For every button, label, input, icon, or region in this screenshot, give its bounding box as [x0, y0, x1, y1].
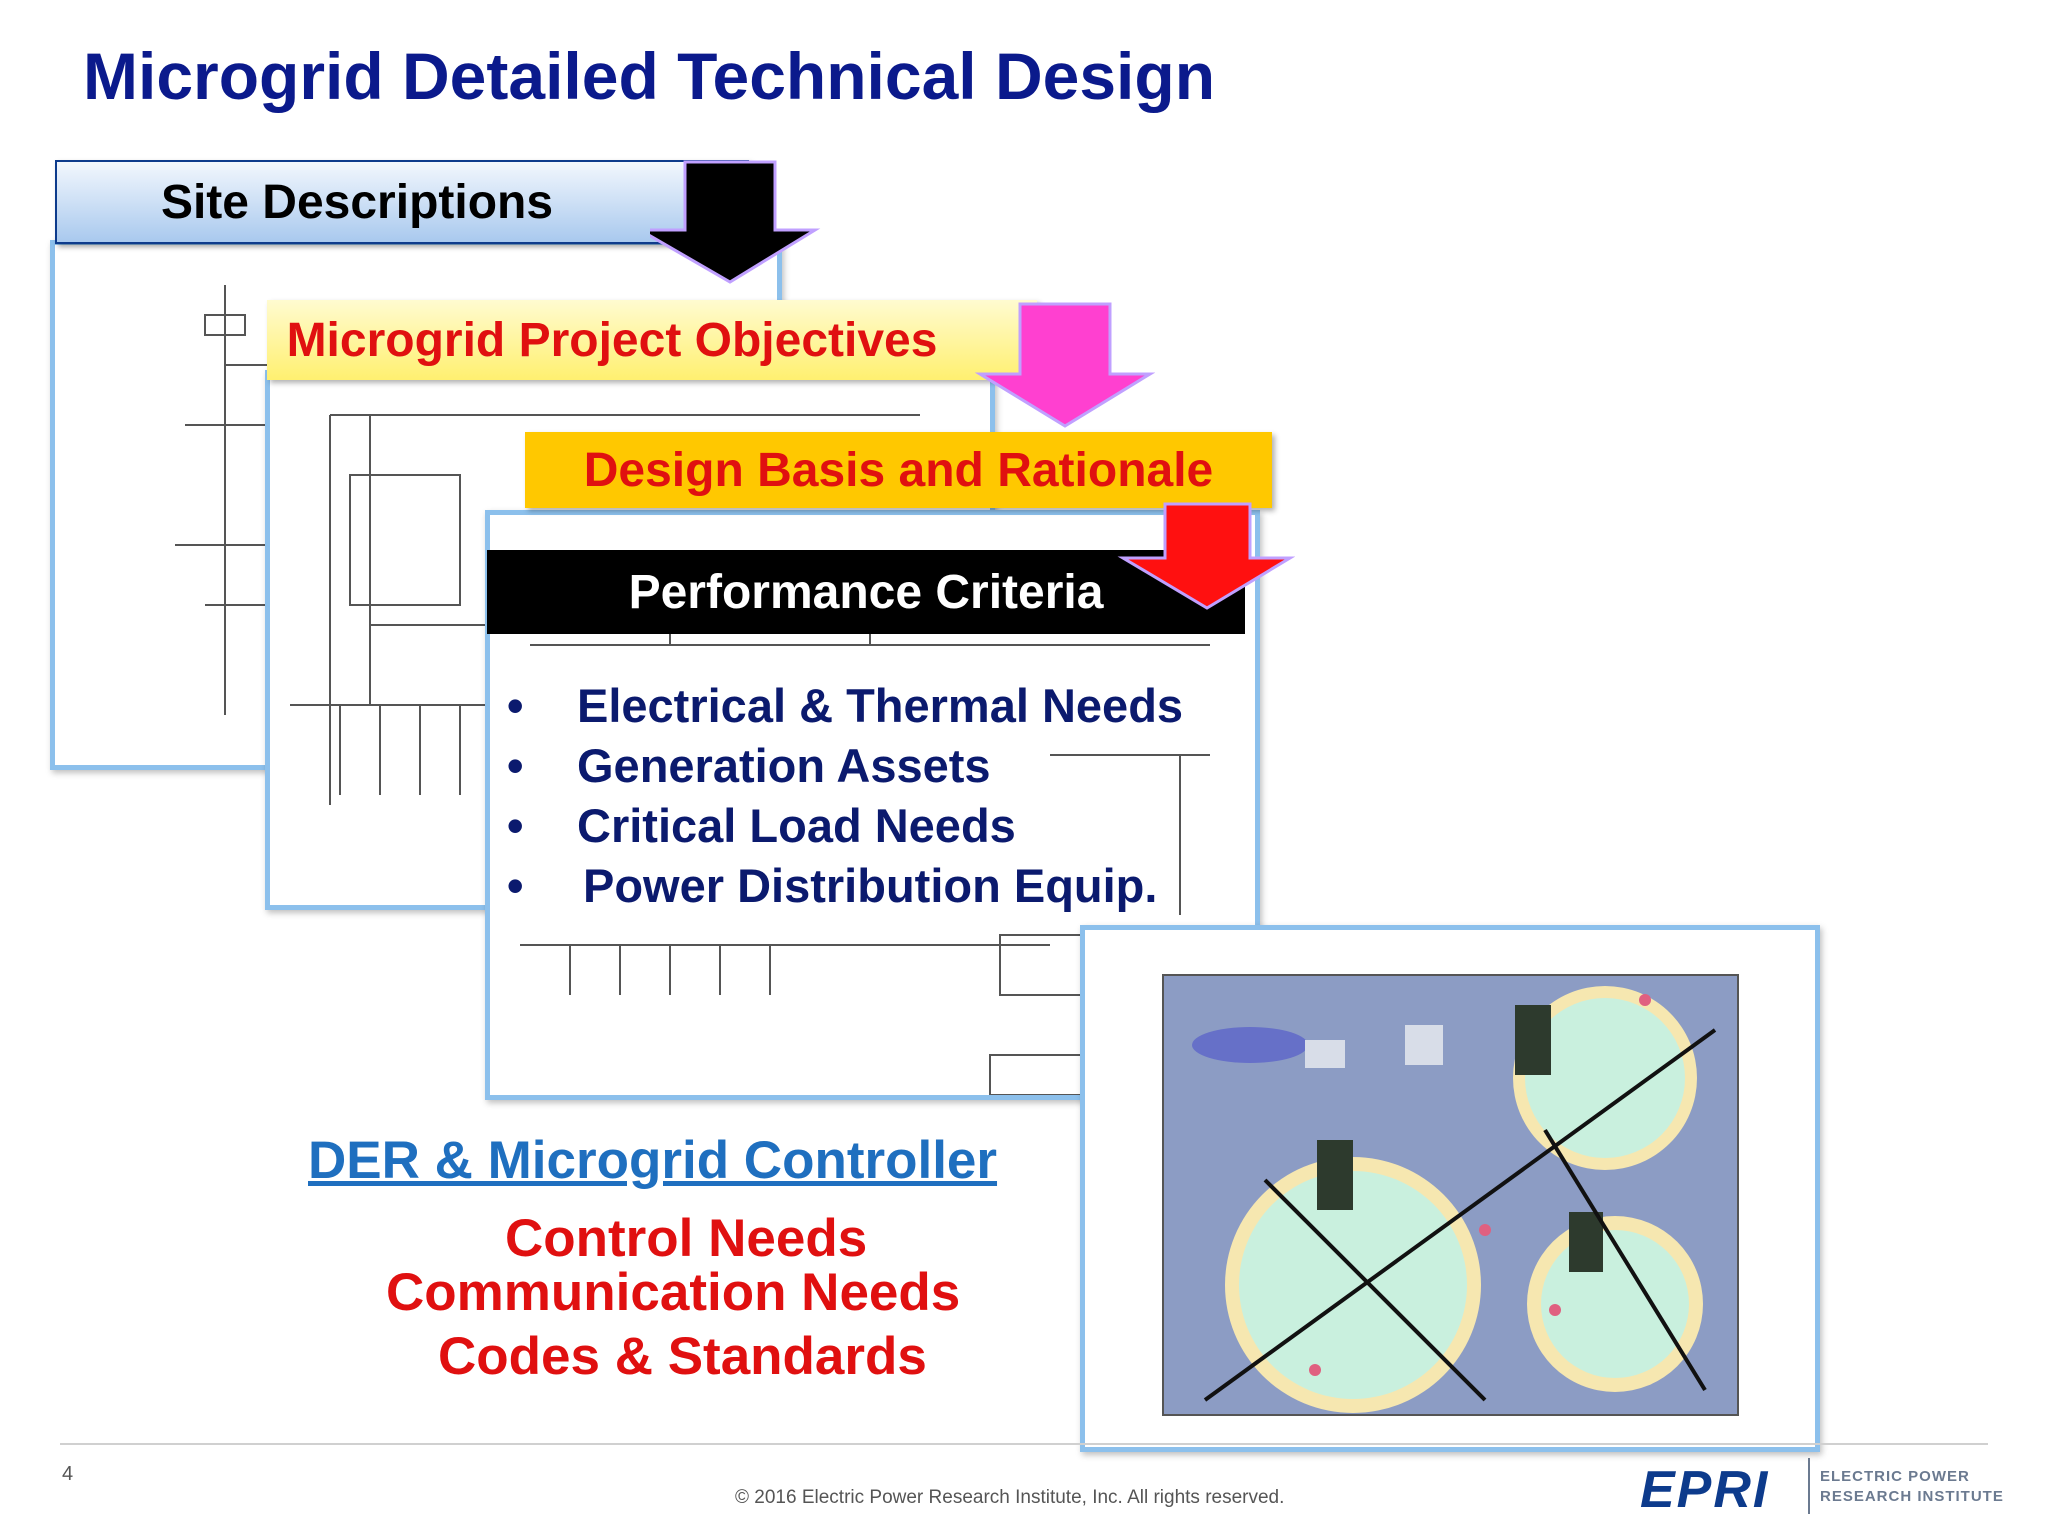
- performance-criteria-list: •Electrical & Thermal Needs •Generation …: [507, 676, 1183, 916]
- der-controller-heading: DER & Microgrid Controller: [308, 1131, 998, 1190]
- microgrid-diagram-sheet: [1080, 925, 1820, 1452]
- logo-subtitle: ELECTRIC POWER RESEARCH INSTITUTE: [1820, 1468, 2004, 1505]
- der-item-control: Control Needs: [505, 1209, 868, 1268]
- microgrid-network-diagram: [1162, 974, 1739, 1416]
- stage-banner-design-basis: Design Basis and Rationale: [525, 432, 1272, 508]
- stage-label: Microgrid Project Objectives: [286, 313, 938, 367]
- stage-label: Performance Criteria: [628, 565, 1104, 619]
- page-number: 4: [62, 1463, 74, 1485]
- epri-logo: EPRI: [1640, 1461, 1770, 1519]
- stage-label: Site Descriptions: [160, 175, 554, 229]
- stage-banner-site-descriptions: Site Descriptions: [55, 160, 749, 244]
- stage-banner-performance-criteria: Performance Criteria: [487, 550, 1245, 634]
- logo-divider: [1808, 1458, 1810, 1514]
- footer-divider: [60, 1443, 1988, 1445]
- down-arrow-icon: [650, 160, 821, 284]
- list-item: •Power Distribution Equip.: [507, 859, 1158, 912]
- der-item-codes: Codes & Standards: [438, 1327, 927, 1386]
- copyright-notice: © 2016 Electric Power Research Institute…: [735, 1487, 1285, 1508]
- list-item: •Electrical & Thermal Needs: [507, 679, 1184, 732]
- down-arrow-icon: [975, 302, 1155, 428]
- der-item-communication: Communication Needs: [386, 1263, 961, 1322]
- slide-title: Microgrid Detailed Technical Design: [83, 39, 1216, 113]
- stage-banner-project-objectives: Microgrid Project Objectives: [267, 300, 1037, 380]
- stage-label: Design Basis and Rationale: [583, 443, 1214, 497]
- list-item: •Generation Assets: [507, 739, 991, 792]
- list-item: •Critical Load Needs: [507, 799, 1016, 852]
- down-arrow-icon: [1117, 502, 1295, 610]
